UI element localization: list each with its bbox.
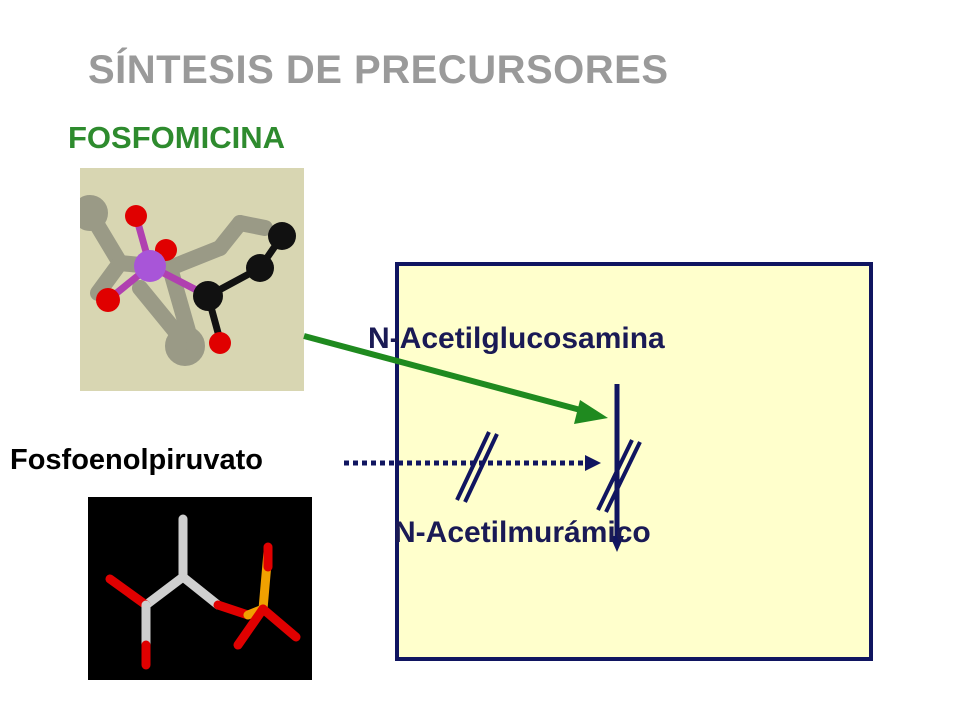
fosfomicina-molecule-image [72,168,304,391]
fosfomicina-label: FOSFOMICINA [68,120,285,155]
n-acetilglucosamina-label: N-Acetilglucosamina [368,322,665,355]
page-title: SÍNTESIS DE PRECURSORES [88,48,669,92]
stick-molecule-icon [105,514,301,670]
fosfoenolpiruvato-label: Fosfoenolpiruvato [10,444,263,476]
fosfoenolpiruvato-molecule-image [88,497,312,680]
ball-and-stick-molecule-icon [72,195,296,366]
n-acetilmuramico-label: N-Acetilmurámico [394,516,651,549]
